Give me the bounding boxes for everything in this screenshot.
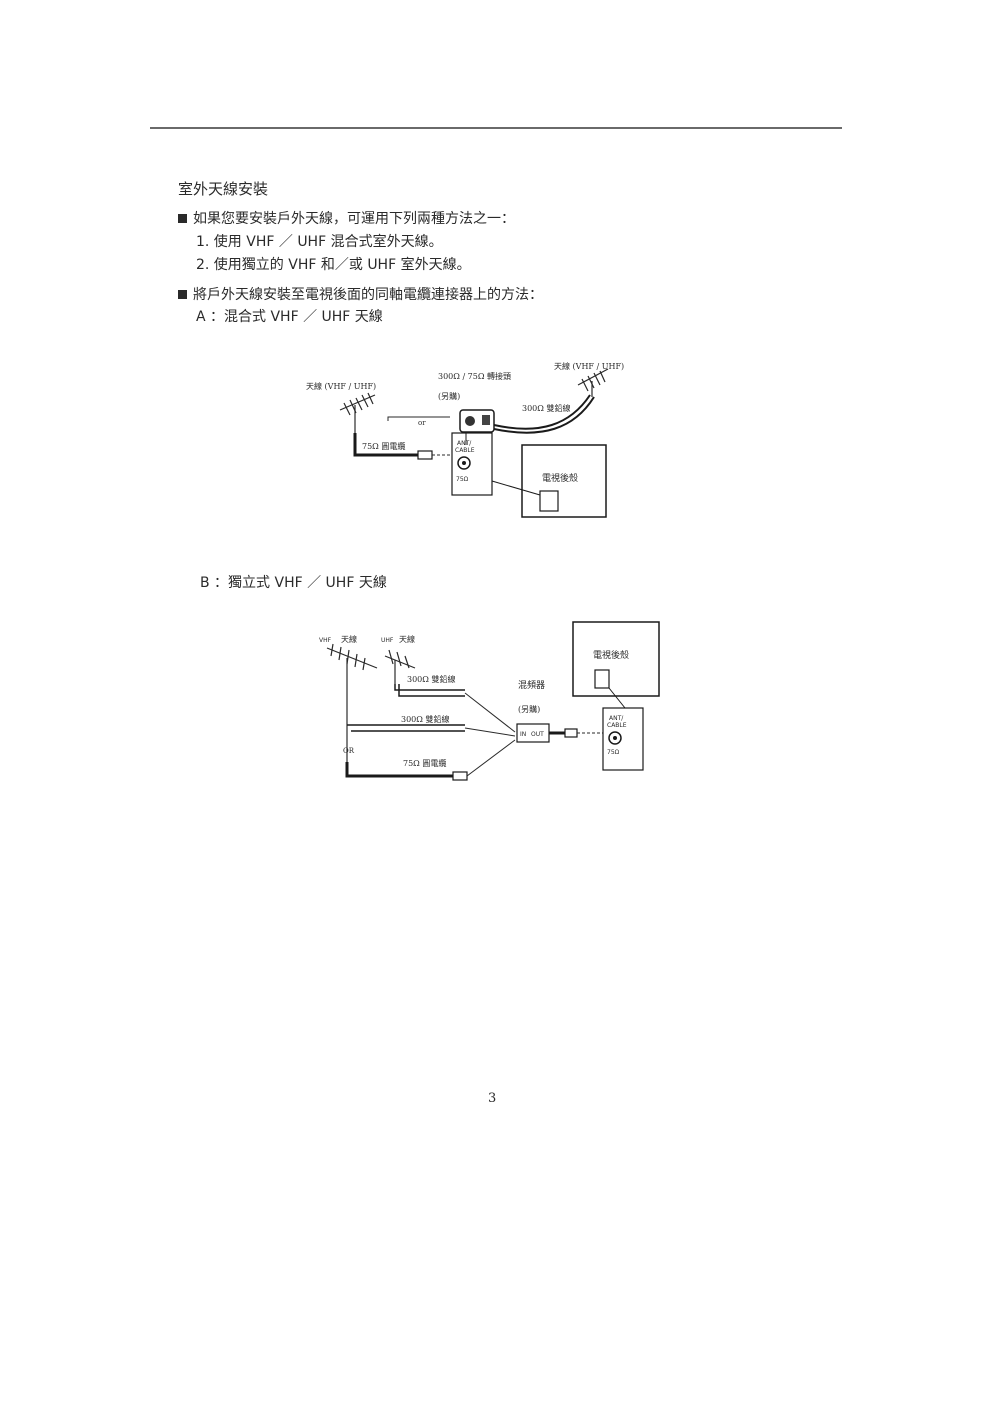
uhf-antenna-icon [384,649,416,684]
tv-back-panel [572,621,660,697]
uhf-antenna-label: 天線 [399,634,415,644]
jack-label-ant: ANT/ [609,715,624,722]
antenna-left-icon [339,392,376,433]
bullet-square-icon [178,290,187,299]
page-title: 室外天線安裝 [178,180,269,198]
mixer-label: 混頻器 [518,679,545,691]
numbered-item: 2. 使用獨立的 VHF 和／或 UHF 室外天線。 [196,257,471,273]
coax-plug-icon [417,450,433,460]
converter-label: 300Ω / 75Ω 轉接頭 [438,371,511,381]
coax-label: 75Ω 圓電纜 [403,758,446,768]
uhf-prefix: UHF [381,637,394,644]
mixer-out-label: OUT [531,731,544,738]
vhf-antenna-icon [326,643,378,775]
jack-panel [602,707,644,771]
tv-back-label: 電視後殼 [542,472,578,484]
jack-label-ant: ANT/ [457,440,472,447]
twin-lead-1-label: 300Ω 雙鉛線 [407,674,455,684]
tv-back-panel [521,444,607,518]
coax-cable [345,762,455,778]
bullet-item: 如果您要安裝戶外天線，可運用下列兩種方法之一： [178,208,515,228]
twin-lead-cable [394,684,465,691]
bullet-text: 如果您要安裝戶外天線，可運用下列兩種方法之一： [193,211,515,227]
coax-label: 75Ω 圓電纜 [362,441,405,451]
coax-plug-icon [564,728,578,738]
diagram-b: VHF 天線 UHF 天線 300Ω 雙鉛線 300Ω 雙鉛線 OR 75Ω 圓… [319,621,660,781]
section-heading-b: B ：獨立式 VHF ／ UHF 天線 [200,575,387,591]
bullet-item: 將戶外天線安裝至電視後面的同軸電纜連接器上的方法： [178,284,543,304]
section-heading-a: A ：混合式 VHF ／ UHF 天線 [196,309,383,325]
header-rule [150,127,842,129]
optional-label: (另購) [438,391,460,401]
twin-lead-cable [493,394,591,430]
antenna-left-label: 天線 (VHF / UHF) [306,381,376,391]
jack-ohm-label: 75Ω [607,749,620,756]
numbered-item: 1. 使用 VHF ／ UHF 混合式室外天線。 [196,234,443,250]
antenna-right-icon [577,368,609,397]
mixer-in-label: IN [520,731,526,738]
or-label: or [418,419,426,427]
jack-label-cable: CABLE [607,722,627,729]
bullet-square-icon [178,214,187,223]
vhf-antenna-label: 天線 [341,634,357,644]
jack-label-cable: CABLE [455,447,475,454]
twin-lead-2-label: 300Ω 雙鉛線 [401,714,449,724]
coax-plug-icon [452,771,468,781]
converter-icon [459,409,495,433]
vhf-prefix: VHF [319,637,332,644]
coax-cable [353,433,420,457]
page-number: 3 [488,1091,497,1106]
twin-lead-label: 300Ω 雙鉛線 [522,403,570,413]
jack-ohm-label: 75Ω [456,476,469,483]
tv-back-label: 電視後殼 [593,649,629,661]
mixer-optional-label: (另購) [518,704,540,714]
antenna-right-label: 天線 (VHF / UHF) [554,361,624,371]
or-label: OR [343,747,355,755]
diagram-a: 天線 (VHF / UHF) 75Ω 圓電纜 or 300Ω / 75Ω 轉接頭… [306,361,624,518]
bullet-text: 將戶外天線安裝至電視後面的同軸電纜連接器上的方法： [193,287,543,303]
